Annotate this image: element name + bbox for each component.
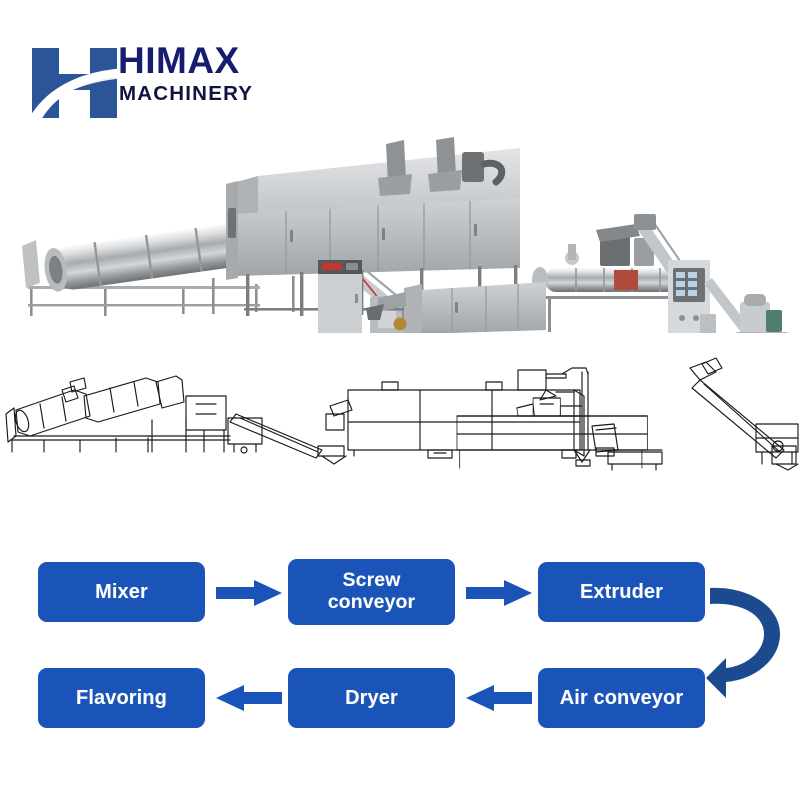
drawing-unit-screw-conveyor bbox=[689, 357, 799, 471]
drawing-unit-coating-drum bbox=[5, 389, 151, 453]
process-flowchart: Mixer Screw conveyor Extruder Flavoring … bbox=[0, 540, 800, 755]
brand-wordmark: HIMAX MACHINERY bbox=[118, 42, 328, 110]
flow-step-extruder-label: Extruder bbox=[579, 580, 664, 603]
brand-name-primary: HIMAX bbox=[118, 40, 240, 81]
photo-unit-coating-drum bbox=[22, 218, 260, 316]
arrow-right-icon-screw-to-extruder bbox=[466, 580, 532, 606]
flow-step-extruder[interactable]: Extruder bbox=[538, 562, 705, 622]
arrow-right-icon-mixer-to-screw bbox=[216, 580, 282, 606]
photo-unit-air-conveyor bbox=[366, 282, 546, 333]
brand-name-secondary: MACHINERY bbox=[119, 82, 254, 105]
flow-step-flavoring-label: Flavoring bbox=[76, 686, 167, 709]
flow-step-screw-conveyor[interactable]: Screw conveyor bbox=[288, 559, 455, 625]
drawing-unit-incline-conveyor bbox=[229, 399, 353, 465]
curved-arrow-down-icon-extruder-to-air bbox=[706, 587, 780, 698]
flow-step-dryer[interactable]: Dryer bbox=[288, 668, 455, 728]
himax-h-swoosh-icon bbox=[32, 48, 117, 118]
flow-step-mixer[interactable]: Mixer bbox=[38, 562, 205, 622]
flow-step-air-conveyor[interactable]: Air conveyor bbox=[538, 668, 705, 728]
production-line-photo bbox=[22, 137, 788, 333]
photo-unit-mixer bbox=[700, 278, 788, 333]
production-line-drawing bbox=[5, 357, 799, 471]
arrow-left-icon-dryer-to-flavoring bbox=[216, 685, 282, 711]
drawing-unit-mixer bbox=[755, 423, 799, 465]
flow-step-flavoring[interactable]: Flavoring bbox=[38, 668, 205, 728]
drawing-unit-cyclone bbox=[517, 367, 589, 451]
arrow-left-icon-air-to-dryer bbox=[466, 685, 532, 711]
photo-unit-multi-layer-dryer bbox=[226, 137, 520, 316]
drawing-unit-discharge bbox=[573, 423, 663, 471]
drawing-unit-air-conveyor bbox=[456, 397, 648, 469]
flow-step-air-conveyor-label: Air conveyor bbox=[559, 686, 684, 709]
brand-logo: HIMAX MACHINERY bbox=[28, 34, 328, 120]
photo-unit-control-cabinet bbox=[318, 260, 362, 333]
flow-step-mixer-label: Mixer bbox=[95, 580, 148, 603]
drawing-unit-transfer bbox=[185, 395, 263, 454]
flow-step-screw-conveyor-label: Screw conveyor bbox=[327, 569, 416, 613]
photo-unit-extruder-control-panel bbox=[668, 260, 710, 333]
drawing-unit-multi-layer-dryer bbox=[347, 381, 585, 459]
flow-step-dryer-label: Dryer bbox=[345, 686, 398, 709]
